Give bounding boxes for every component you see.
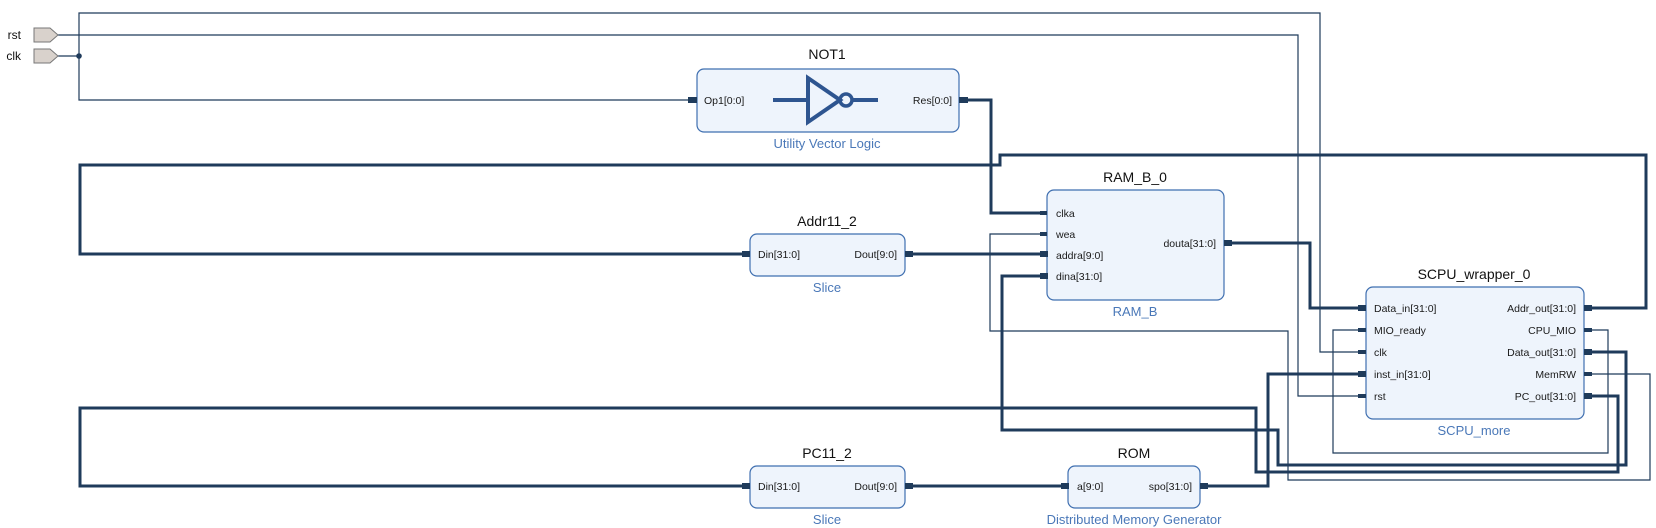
input-port-icon <box>33 48 59 64</box>
net-data-out <box>1000 274 1628 467</box>
block-ip-name: Distributed Memory Generator <box>1047 512 1223 527</box>
pin-marker <box>1040 211 1047 215</box>
pin-marker <box>1224 240 1232 246</box>
pin-marker <box>905 251 913 257</box>
block-rom[interactable]: ROM a[9:0] spo[31:0] Distributed Memory … <box>1047 445 1223 527</box>
pin-marker <box>1200 483 1208 489</box>
pin-marker <box>1584 328 1592 332</box>
pin-marker <box>1061 483 1069 489</box>
block-instance-name: SCPU_wrapper_0 <box>1418 266 1531 282</box>
pin-marker <box>742 483 750 489</box>
pin-rst: rst <box>1374 391 1386 403</box>
net-cpu-mio <box>1332 329 1609 454</box>
pin-marker <box>1358 305 1366 311</box>
net-clk <box>58 12 1358 353</box>
block-ip-name: RAM_B <box>1113 304 1158 319</box>
net-clk-not <box>78 56 688 101</box>
pin-marker <box>959 97 968 103</box>
net-addr-out <box>78 153 1648 310</box>
pin-din: Din[31:0] <box>758 481 800 493</box>
block-instance-name: RAM_B_0 <box>1103 169 1167 185</box>
net-inst <box>1200 372 1358 488</box>
pin-marker <box>1040 273 1048 279</box>
net-res-clka <box>960 98 1043 215</box>
net-memrw <box>989 233 1651 481</box>
pin-a: a[9:0] <box>1077 481 1103 493</box>
block-scpu[interactable]: SCPU_wrapper_0 Data_in[31:0] MIO_ready c… <box>1358 266 1592 438</box>
pin-inst-in: inst_in[31:0] <box>1374 369 1431 381</box>
pin-marker <box>688 97 697 103</box>
pin-marker <box>1584 372 1592 376</box>
pin-mio-ready: MIO_ready <box>1374 325 1427 337</box>
pin-marker <box>1358 328 1366 332</box>
pin-marker <box>1358 394 1366 398</box>
pin-pc-out: PC_out[31:0] <box>1515 391 1576 403</box>
pin-dout: Dout[9:0] <box>854 481 897 493</box>
block-ram[interactable]: RAM_B_0 clka wea addra[9:0] dina[31:0] d… <box>1040 169 1232 319</box>
block-ip-name: Slice <box>813 512 841 527</box>
port-clk-label: clk <box>6 49 22 63</box>
pin-marker <box>1358 350 1366 354</box>
net-pc-out <box>78 394 1620 488</box>
pin-dina: dina[31:0] <box>1056 271 1102 283</box>
port-clk[interactable]: clk <box>6 48 59 64</box>
block-addr-slice[interactable]: Addr11_2 Din[31:0] Dout[9:0] Slice <box>742 213 913 295</box>
net-rst <box>58 34 1358 397</box>
nets <box>58 12 1651 488</box>
pin-data-out: Data_out[31:0] <box>1507 347 1576 359</box>
block-ip-name: SCPU_more <box>1438 423 1511 438</box>
block-instance-name: ROM <box>1118 445 1151 461</box>
pin-addr-out: Addr_out[31:0] <box>1507 303 1576 315</box>
block-instance-name: PC11_2 <box>802 445 852 461</box>
pin-douta: douta[31:0] <box>1163 238 1216 250</box>
pin-op1: Op1[0:0] <box>704 95 744 107</box>
pin-data-in: Data_in[31:0] <box>1374 303 1437 315</box>
pin-memrw: MemRW <box>1535 369 1576 381</box>
pin-clka: clka <box>1056 208 1075 220</box>
net-junction <box>76 53 82 59</box>
pin-marker <box>1040 232 1047 236</box>
pin-wea: wea <box>1055 229 1075 241</box>
block-ip-name: Slice <box>813 280 841 295</box>
pin-dout: Dout[9:0] <box>854 249 897 261</box>
pin-marker <box>1584 349 1592 355</box>
inverter-icon <box>773 74 878 126</box>
pin-marker <box>1584 305 1592 311</box>
pin-addra: addra[9:0] <box>1056 250 1103 262</box>
block-ip-name: Utility Vector Logic <box>774 136 881 151</box>
port-rst-label: rst <box>8 28 22 42</box>
input-port-icon <box>33 27 59 43</box>
pin-cpu-mio: CPU_MIO <box>1528 325 1576 337</box>
pin-marker <box>905 483 913 489</box>
pin-spo: spo[31:0] <box>1149 481 1192 493</box>
pin-marker <box>1040 251 1048 257</box>
block-not1[interactable]: NOT1 Op1[0:0] Res[0:0] Utility Vector Lo… <box>688 46 968 151</box>
pin-clk: clk <box>1374 347 1388 359</box>
pin-marker <box>1584 393 1592 399</box>
net-douta <box>1229 241 1358 310</box>
block-instance-name: NOT1 <box>808 46 846 62</box>
block-pc-slice[interactable]: PC11_2 Din[31:0] Dout[9:0] Slice <box>742 445 913 527</box>
pin-marker <box>742 251 750 257</box>
pin-marker <box>1358 371 1366 377</box>
port-rst[interactable]: rst <box>8 27 59 43</box>
pin-res: Res[0:0] <box>913 95 952 107</box>
pin-din: Din[31:0] <box>758 249 800 261</box>
block-instance-name: Addr11_2 <box>797 213 857 229</box>
